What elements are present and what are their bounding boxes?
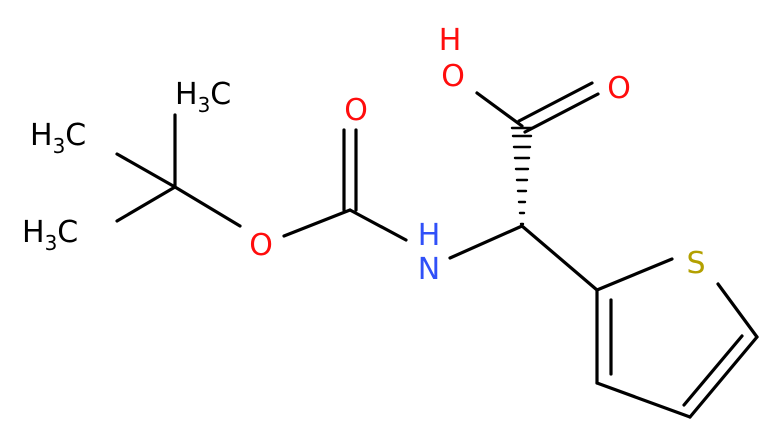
- atom-sulfur: S: [686, 246, 705, 281]
- bond-ring-c2-s: [595, 257, 674, 292]
- bonds: [115, 81, 759, 419]
- bond-acid-co-b: [523, 92, 600, 134]
- atom-methyl-bot: H3C: [22, 215, 78, 255]
- bond-ring-c5-c4-b: [682, 334, 744, 407]
- bond-tbu-ester-o: [173, 185, 242, 228]
- bond-carbonyl-n: [348, 208, 408, 242]
- bond-acid-co-a: [517, 81, 594, 123]
- atom-methyl-mid: H3C: [30, 118, 86, 158]
- atom-labels: H O O O O H N S H3C H3C H3C: [22, 23, 706, 287]
- bond-ring-s-c5: [716, 282, 759, 339]
- bond-acid-oh: [475, 91, 524, 128]
- bond-n-alpha: [448, 224, 524, 260]
- atom-methyl-top: H3C: [175, 77, 231, 117]
- bond-tbu-methyl-bot: [115, 185, 177, 223]
- atom-amine-n: N: [418, 252, 440, 287]
- atom-hydroxyl-o: O: [441, 59, 465, 94]
- atom-boc-carbonyl-o: O: [344, 93, 368, 128]
- bond-alpha-thiophene: [520, 224, 599, 292]
- bond-ring-c5-c4-a: [688, 335, 759, 419]
- atom-amine-h: H: [418, 218, 441, 253]
- atom-hydroxyl-h: H: [439, 23, 462, 58]
- bond-ester-o-carbonyl: [282, 208, 352, 238]
- atom-ester-o: O: [249, 228, 273, 263]
- bond-tbu-methyl-mid: [115, 152, 177, 189]
- hashed-wedge-bond: [510, 126, 534, 226]
- bond-ring-c4-c3: [595, 381, 692, 419]
- atom-acid-carbonyl-o: O: [607, 71, 631, 106]
